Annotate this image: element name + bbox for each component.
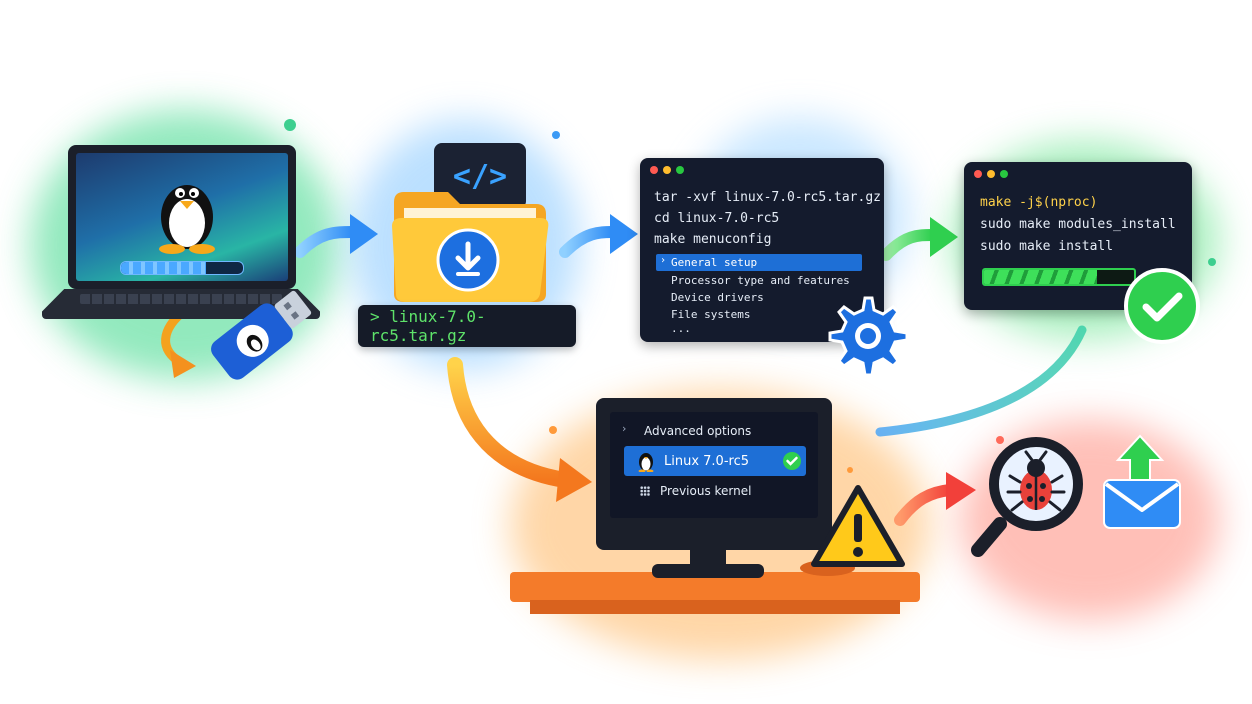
build-progress-bar — [982, 268, 1136, 286]
build-command-1: make -j$(nproc) — [980, 195, 1098, 210]
sparkle-dot — [552, 131, 560, 139]
build-terminal-window: make -j$(nproc) sudo make modules_instal… — [964, 162, 1192, 310]
menuconfig-arrow: › — [660, 255, 667, 266]
warning-icon — [811, 485, 905, 567]
boot-entry-linux: Linux 7.0-rc5 — [664, 454, 750, 469]
email-upload-icon — [1103, 434, 1181, 529]
boot-entry-selected — [624, 446, 806, 476]
maximize-dot — [1000, 170, 1008, 178]
arrow-usb-to-laptop-head — [170, 350, 196, 378]
build-progress-fill — [984, 270, 1097, 284]
gear-icon — [828, 296, 909, 377]
laptop-progress-fill — [121, 262, 207, 274]
menuconfig-item-processor: Processor type and features — [671, 274, 850, 287]
menuconfig-item-general: General setup — [671, 256, 758, 269]
laptop-wallpaper — [76, 153, 288, 281]
menuconfig-item-filesystems: File systems — [671, 308, 751, 321]
arrow-config-to-build-head — [930, 217, 958, 257]
maximize-dot — [676, 166, 684, 174]
sparkle-dot — [996, 436, 1004, 444]
boot-menu-header: Advanced options — [644, 424, 752, 438]
arrow-folder-to-boot-head — [556, 458, 592, 502]
monitor: › Advanced options Linux 7.0-rc5 Previou… — [596, 398, 832, 550]
linux-penguin-icon — [159, 185, 215, 254]
config-command-1: tar -xvf linux-7.0-rc5.tar.gz — [654, 190, 881, 205]
grid-icon — [640, 486, 650, 496]
sparkle-dot — [549, 426, 557, 434]
linux-penguin-icon — [638, 453, 654, 472]
window-controls — [650, 166, 684, 174]
magnifier-bug-icon — [971, 437, 1083, 557]
build-command-2: sudo make modules_install — [980, 217, 1176, 232]
window-controls — [974, 170, 1008, 178]
close-dot — [650, 166, 658, 174]
sparkle-dot — [847, 467, 853, 473]
usb-drive-icon — [211, 290, 312, 380]
monitor-base — [652, 564, 764, 578]
desk-edge — [530, 600, 900, 614]
build-command-3: sudo make install — [980, 239, 1114, 254]
code-icon: </> — [452, 158, 508, 194]
menuconfig-item-drivers: Device drivers — [671, 291, 764, 304]
boot-menu-screen: › Advanced options Linux 7.0-rc5 Previou… — [610, 412, 818, 518]
menuconfig-selected-row — [656, 254, 862, 271]
tarball-filename: > linux-7.0-rc5.tar.gz — [370, 307, 486, 345]
check-icon — [1124, 268, 1200, 344]
laptop-progress-bar — [120, 261, 244, 275]
menuconfig-item-more: ... — [671, 322, 691, 335]
arrow-folder-to-boot — [447, 357, 573, 488]
arrow-config-to-build — [880, 229, 938, 261]
close-dot — [974, 170, 982, 178]
sparkle-dot — [1208, 258, 1216, 266]
arrow-boot-to-debug-head — [946, 472, 976, 510]
arrow-laptop-to-folder-head — [350, 214, 378, 254]
arrow-folder-to-terminal-head — [610, 214, 638, 254]
boot-entry-previous: Previous kernel — [660, 484, 752, 498]
sparkle-dot — [284, 119, 296, 131]
config-command-3: make menuconfig — [654, 232, 772, 247]
arrow-folder-to-terminal — [559, 226, 618, 258]
tarball-filename-box: > linux-7.0-rc5.tar.gz — [358, 305, 576, 347]
laptop-screen — [68, 145, 296, 289]
boot-menu-arrow: › — [622, 422, 627, 435]
laptop-keyboard — [80, 294, 282, 304]
arrow-build-to-boot — [875, 325, 1087, 437]
minimize-dot — [987, 170, 995, 178]
minimize-dot — [663, 166, 671, 174]
config-command-2: cd linux-7.0-rc5 — [654, 211, 780, 226]
download-icon — [436, 228, 500, 292]
check-icon — [783, 452, 801, 470]
arrow-laptop-to-folder — [294, 226, 358, 258]
config-terminal-window: tar -xvf linux-7.0-rc5.tar.gz cd linux-7… — [640, 158, 884, 342]
laptop — [42, 140, 320, 330]
arrow-boot-to-debug — [894, 484, 956, 526]
